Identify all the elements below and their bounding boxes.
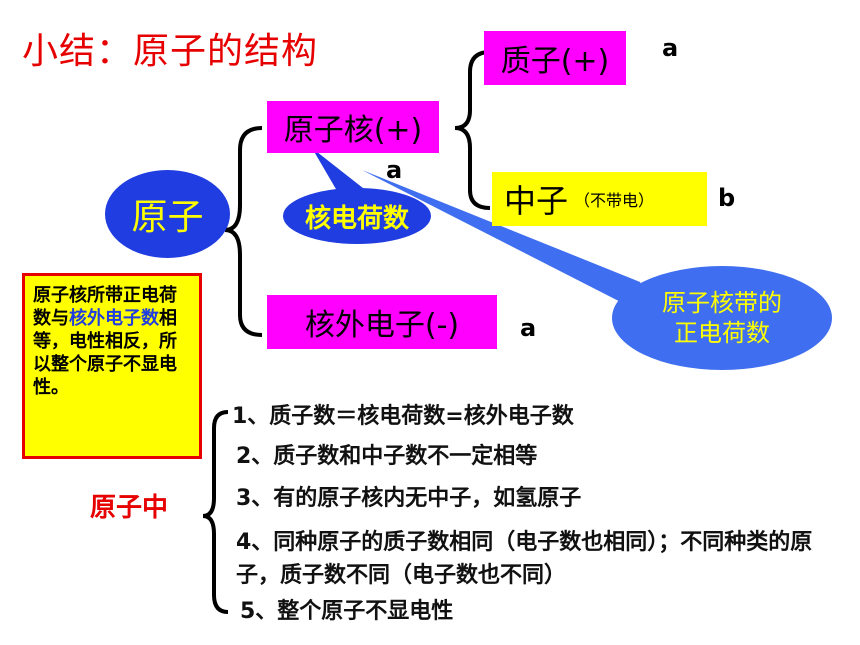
proton-box: 质子(+) (484, 31, 626, 85)
atom-label: 原子 (131, 197, 204, 238)
summary-item-2: 2、质子数和中子数不一定相等 (236, 444, 538, 469)
nucleus-grade: a (386, 156, 403, 184)
nuclear-charge-oval: 核电荷数 (283, 188, 431, 244)
positive-charge-callout-tail (362, 170, 652, 318)
neutron-box: 中子 （不带电） (492, 172, 707, 226)
summary-brace (202, 410, 229, 614)
neutron-note: （不带电） (574, 191, 655, 210)
note-text-1: 原子核所带正电荷数与 (33, 285, 177, 329)
proton-grade: a (662, 34, 679, 62)
nucleus-box: 原子核(+) (267, 101, 439, 153)
atom-brace (224, 126, 263, 337)
callout-line-2: 正电荷数 (674, 319, 770, 347)
summary-item-5: 5、整个原子不显电性 (240, 599, 454, 624)
atom-oval: 原子 (105, 170, 230, 258)
proton-label: 质子(+) (500, 44, 610, 79)
electron-grade: a (520, 314, 537, 342)
summary-item-1: 1、质子数＝核电荷数=核外电子数 (232, 404, 574, 429)
summary-item-3: 3、有的原子核内无中子，如氢原子 (236, 486, 582, 511)
neutron-label: 中子 (504, 182, 569, 220)
page-title: 小结：原子的结构 (22, 31, 319, 72)
electron-label: 核外电子(-) (304, 308, 460, 343)
nucleus-label: 原子核(+) (283, 113, 423, 148)
summary-item-4: 4、同种原子的质子数相同（电子数也相同）；不同种类的原子，质子数不同（电子数也不… (236, 530, 813, 588)
summary-label: 原子中 (90, 493, 169, 523)
note-highlight-1: 核外电子 (69, 308, 141, 329)
nuclear-charge-callout-tail (312, 148, 368, 196)
nuclear-charge-label: 核电荷数 (304, 203, 409, 234)
nucleus-brace (454, 50, 491, 210)
neutron-grade: b (718, 184, 736, 212)
note-highlight-2: 数 (141, 308, 159, 329)
note-text-2: 相等，电性相反，所以整个原子不显电性。 (33, 308, 177, 398)
positive-charge-oval: 原子核带的 正电荷数 (612, 266, 832, 370)
callout-line-1: 原子核带的 (662, 289, 782, 317)
explanation-note: 原子核所带正电荷数与核外电子数相等，电性相反，所以整个原子不显电性。 (22, 273, 202, 459)
electron-box: 核外电子(-) (267, 295, 497, 349)
